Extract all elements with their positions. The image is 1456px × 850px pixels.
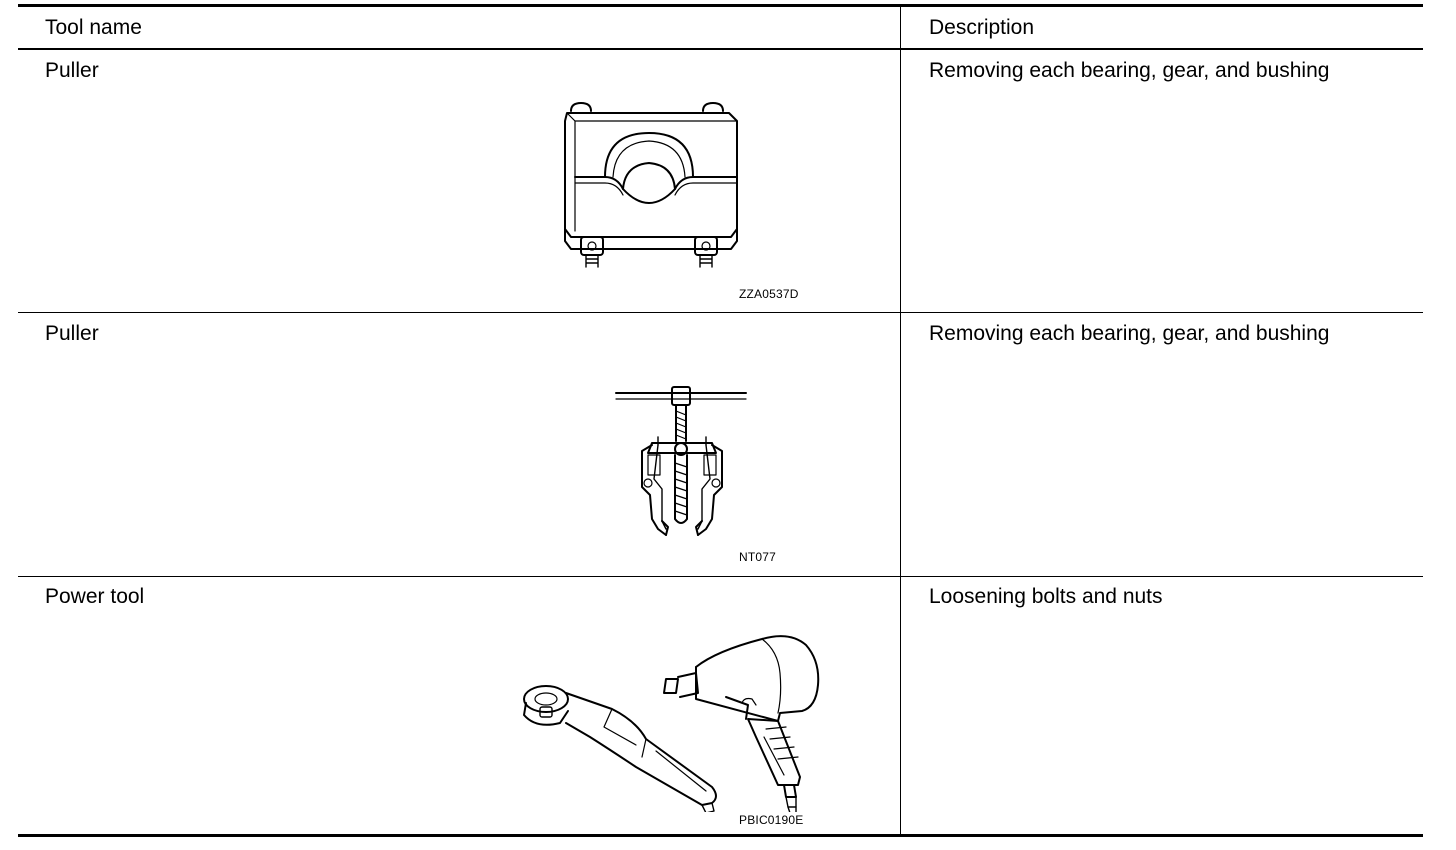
description-cell: Loosening bolts and nuts: [929, 585, 1163, 608]
figure-code: ZZA0537D: [739, 287, 799, 301]
jaw-puller-icon: [612, 379, 752, 549]
figure-code: NT077: [739, 550, 777, 564]
tool-name-cell: Puller: [45, 59, 99, 82]
tool-table: Tool name Description Puller Removing ea…: [18, 4, 1423, 837]
impact-wrench-icon: [663, 635, 820, 812]
column-divider: [900, 7, 901, 834]
bearing-puller-plate-icon: [553, 99, 743, 271]
header-tool-name: Tool name: [45, 16, 142, 39]
air-ratchet-icon: [523, 685, 717, 812]
tool-name-cell: Power tool: [45, 585, 145, 608]
row-divider: [18, 312, 1423, 313]
description-cell: Removing each bearing, gear, and bushing: [929, 59, 1330, 82]
header-description: Description: [929, 16, 1035, 39]
figure-code: PBIC0190E: [739, 813, 804, 827]
power-tools-icon: [516, 627, 836, 812]
header-divider: [18, 48, 1423, 50]
tool-name-cell: Puller: [45, 322, 99, 345]
description-cell: Removing each bearing, gear, and bushing: [929, 322, 1330, 345]
row-divider: [18, 576, 1423, 577]
